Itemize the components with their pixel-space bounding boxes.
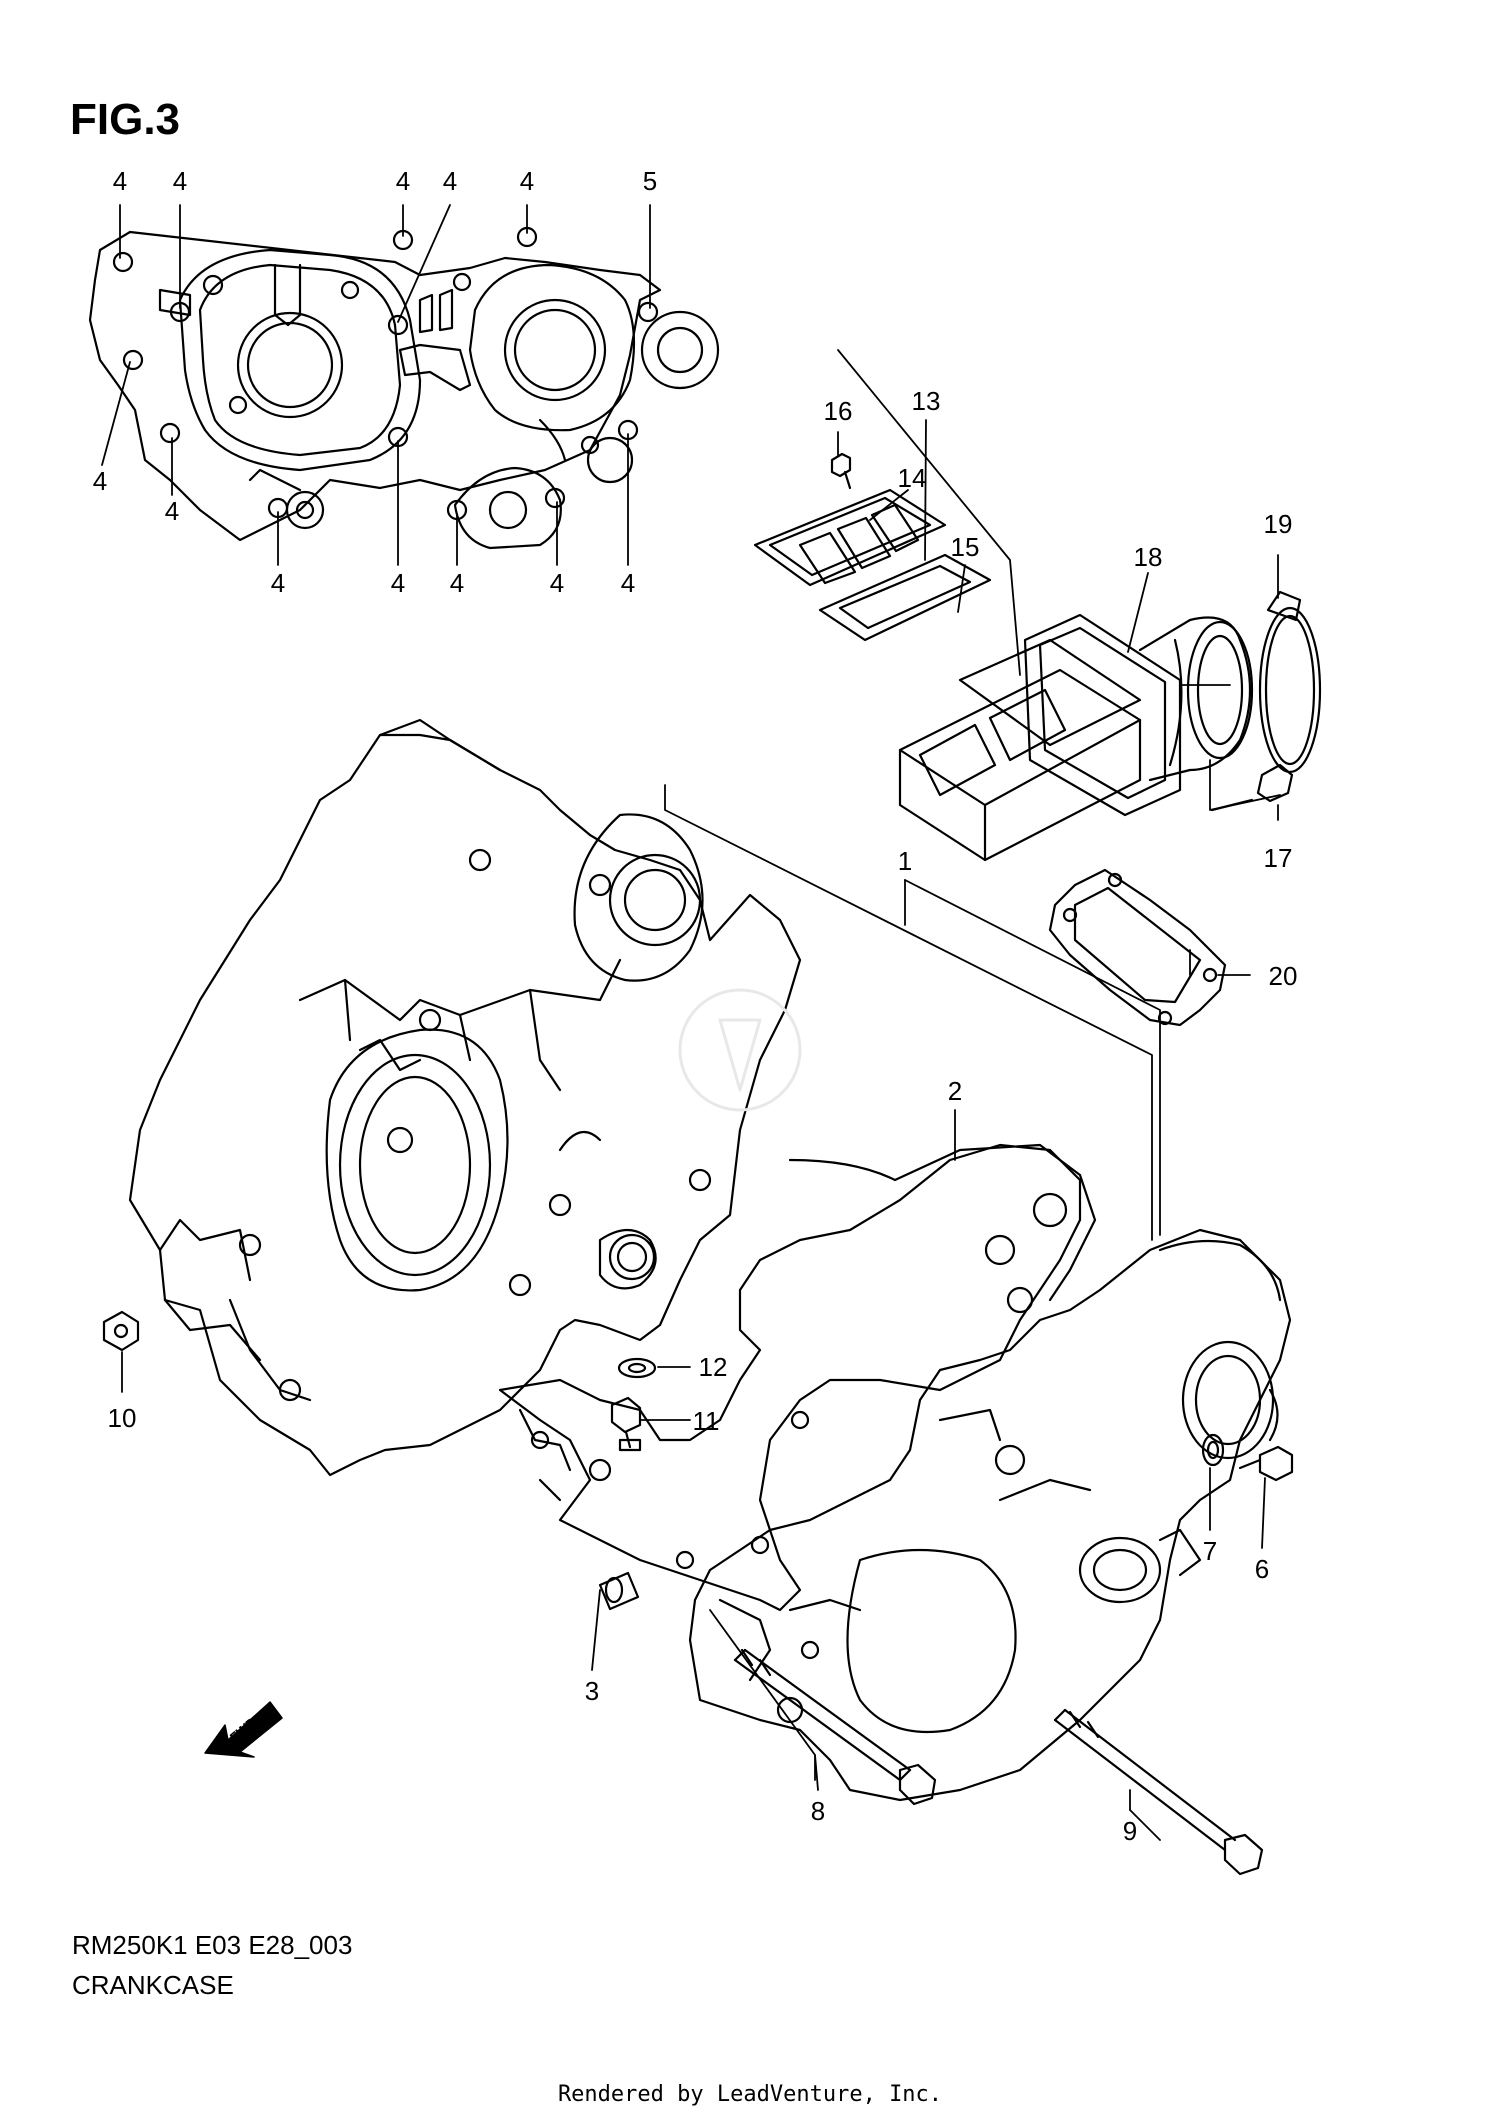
callout-20: 20 bbox=[1269, 961, 1298, 991]
callout-bottom-6: 4 bbox=[550, 568, 564, 598]
crankcase-gasket bbox=[498, 1143, 1097, 1612]
callout-10: 10 bbox=[108, 1403, 137, 1433]
callout-bottom-2: 4 bbox=[165, 496, 179, 526]
callout-bottom-4: 4 bbox=[391, 568, 405, 598]
callout-17: 17 bbox=[1264, 843, 1293, 873]
watermark-logo bbox=[678, 988, 802, 1112]
callout-bottom-3: 4 bbox=[271, 568, 285, 598]
callout-14: 14 bbox=[898, 463, 927, 493]
callouts: 4 4 4 4 4 5 4 4 4 4 4 4 4 16 13 14 15 18… bbox=[93, 166, 1298, 1846]
callout-top-1: 4 bbox=[113, 166, 127, 196]
render-credit: Rendered by LeadVenture, Inc. bbox=[557, 2082, 943, 2107]
leader-lines-main bbox=[121, 784, 1266, 1841]
crankcase-half-top-view bbox=[88, 226, 720, 550]
callout-12: 12 bbox=[699, 1352, 728, 1382]
small-parts bbox=[102, 1310, 1294, 1876]
crankcase-right-half bbox=[688, 1228, 1292, 1802]
reed-valve-assembly bbox=[753, 452, 1322, 862]
callout-bottom-1: 4 bbox=[93, 466, 107, 496]
intake-gasket bbox=[1048, 868, 1227, 1027]
callout-top-4: 4 bbox=[443, 166, 457, 196]
callout-bottom-7: 4 bbox=[621, 568, 635, 598]
leader-lines-reed bbox=[837, 349, 1281, 821]
callout-9: 9 bbox=[1123, 1816, 1137, 1846]
callout-13: 13 bbox=[912, 386, 941, 416]
callout-7: 7 bbox=[1203, 1536, 1217, 1566]
leader-lines-top bbox=[101, 204, 651, 566]
callout-bottom-5: 4 bbox=[450, 568, 464, 598]
callout-3: 3 bbox=[585, 1676, 599, 1706]
callout-18: 18 bbox=[1134, 542, 1163, 572]
callout-6: 6 bbox=[1255, 1554, 1269, 1584]
callout-2: 2 bbox=[948, 1076, 962, 1106]
callout-11: 11 bbox=[693, 1406, 720, 1436]
callout-19: 19 bbox=[1264, 509, 1293, 539]
callout-8: 8 bbox=[811, 1796, 825, 1826]
section-name: CRANKCASE bbox=[72, 1970, 234, 2000]
figure-title: FIG.3 bbox=[70, 95, 181, 144]
callout-1: 1 bbox=[898, 846, 912, 876]
crankcase-left-half bbox=[128, 718, 802, 1477]
callout-top-5: 4 bbox=[520, 166, 534, 196]
model-code: RM250K1 E03 E28_003 bbox=[72, 1930, 353, 1960]
callout-15: 15 bbox=[951, 532, 980, 562]
callout-top-6: 5 bbox=[643, 166, 657, 196]
callout-top-2: 4 bbox=[173, 166, 187, 196]
callout-top-3: 4 bbox=[396, 166, 410, 196]
callout-16: 16 bbox=[824, 396, 853, 426]
fwd-arrow-icon: FWD bbox=[204, 1701, 283, 1758]
